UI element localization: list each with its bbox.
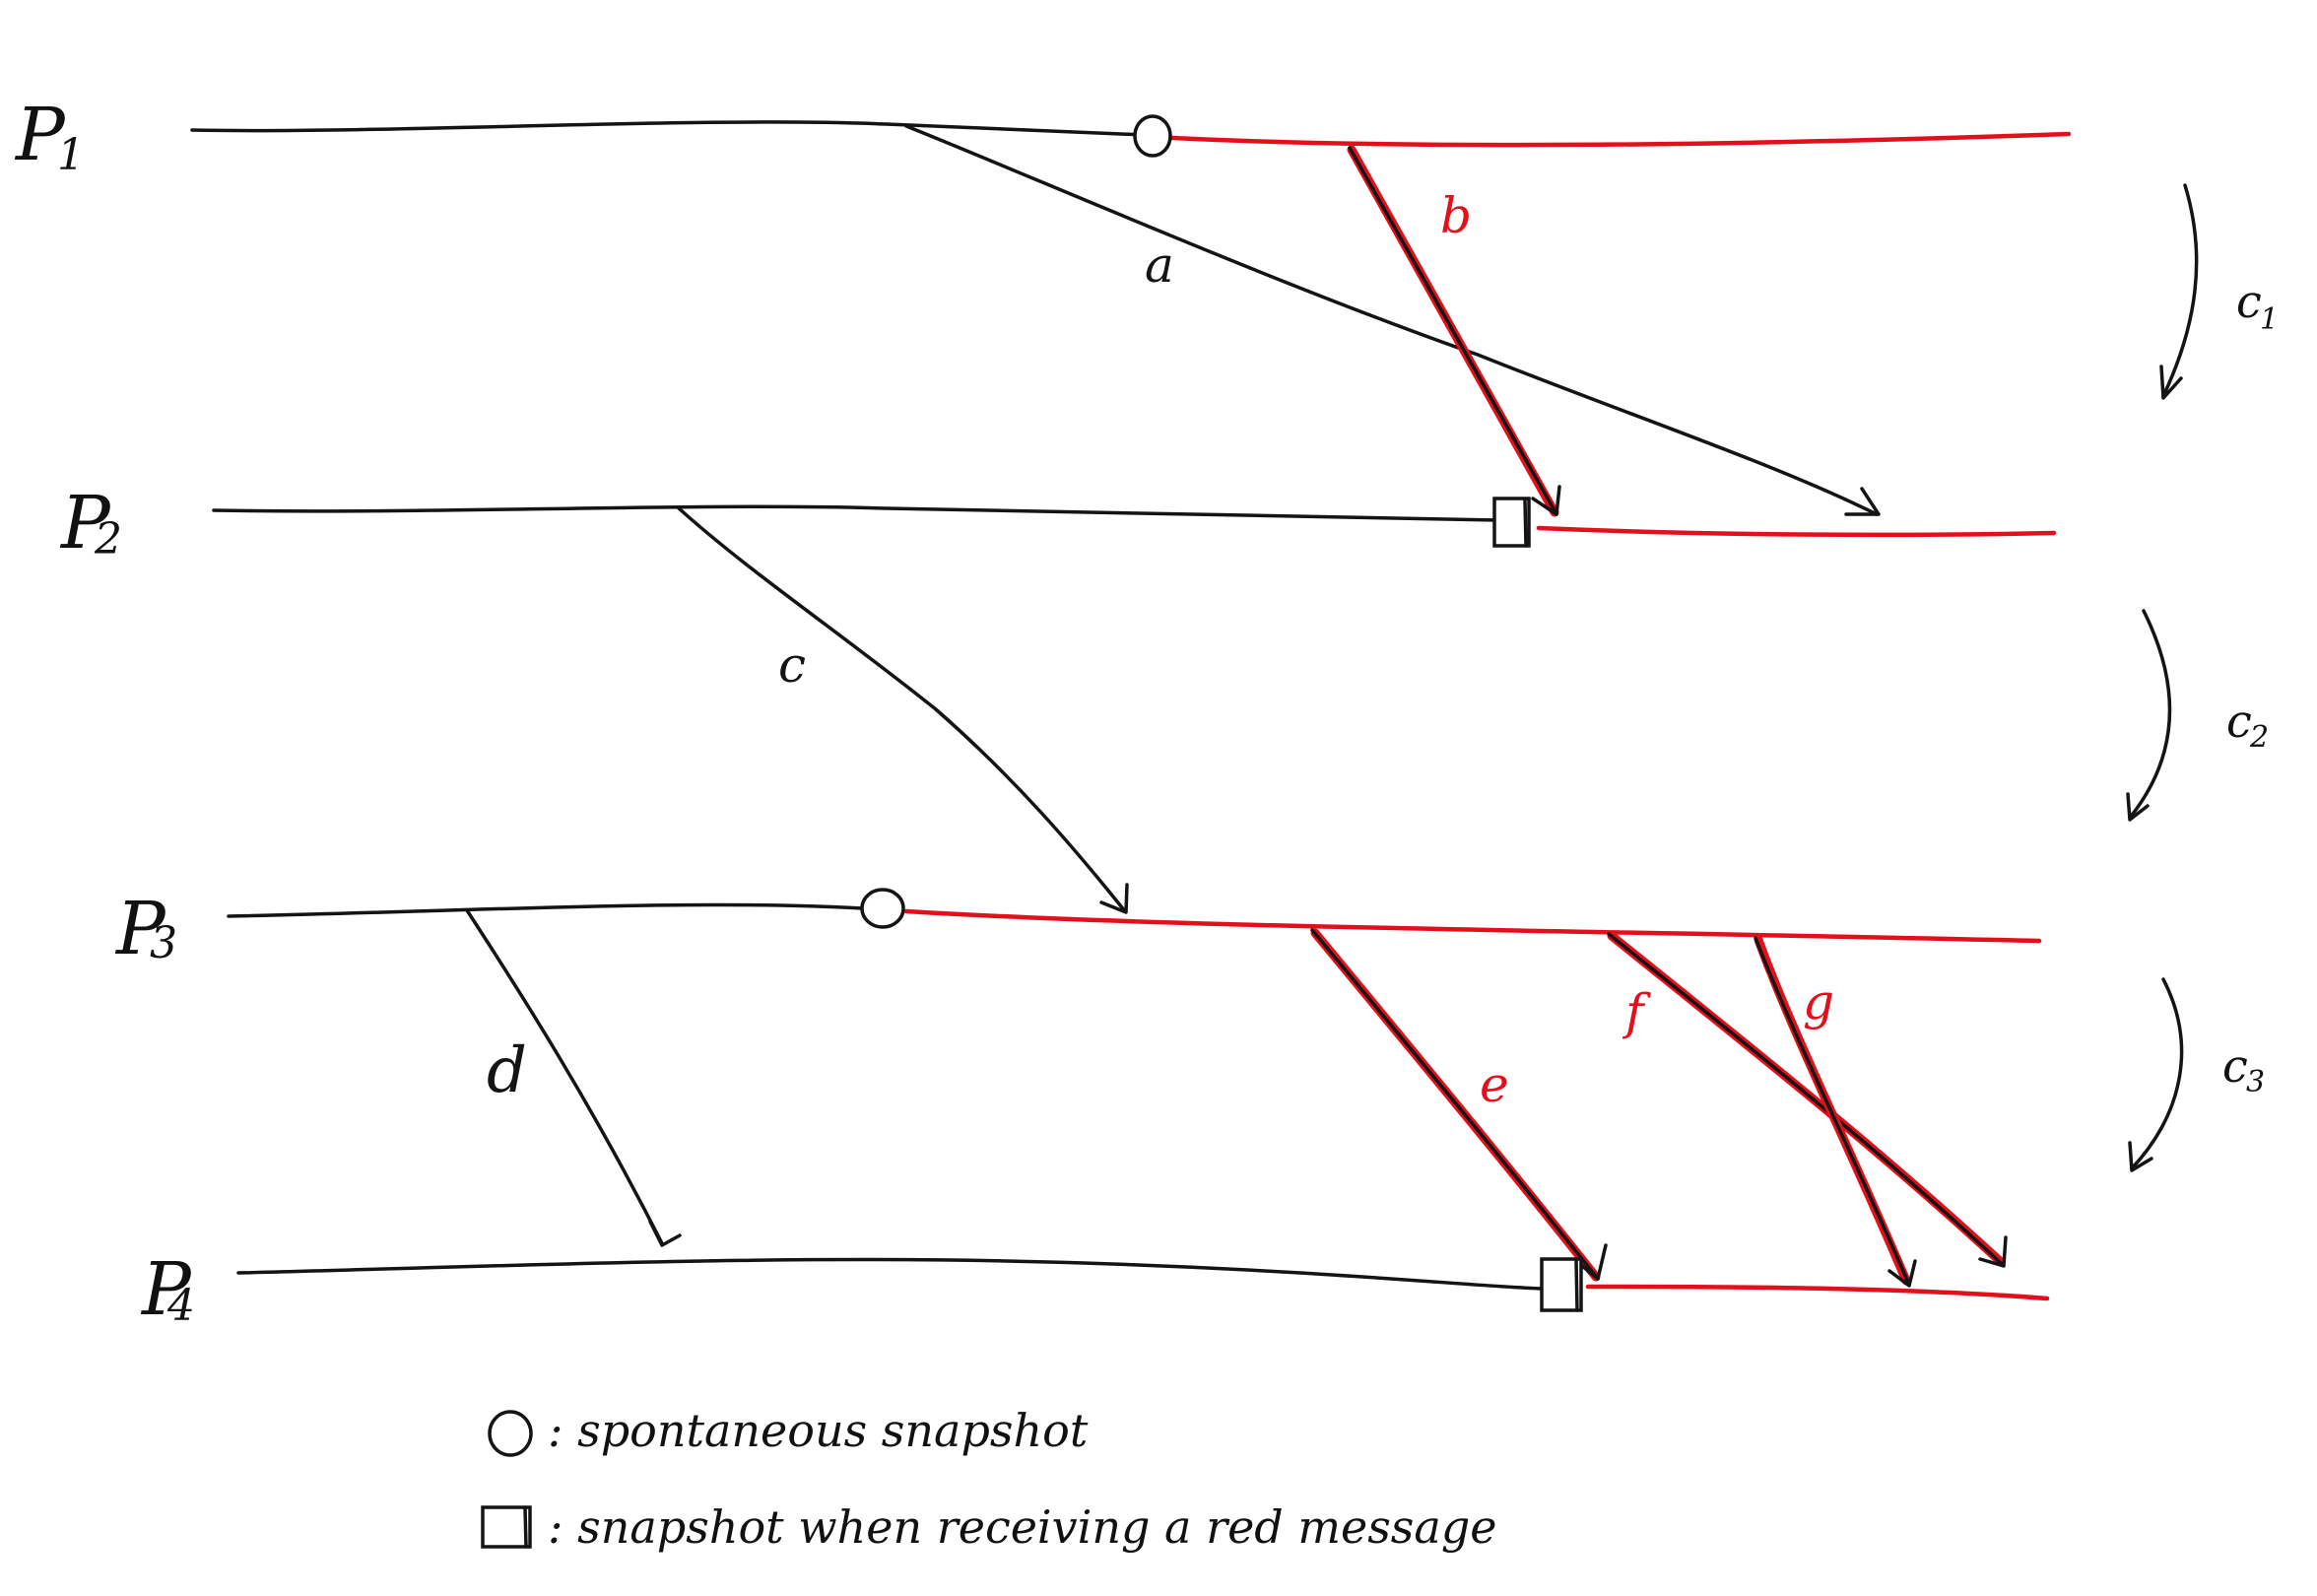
message-label-f: f	[1622, 983, 1651, 1040]
process-label-p4: P 4	[140, 1247, 195, 1332]
svg-text:P: P	[59, 481, 111, 565]
legend-square-text: : snapshot when receiving a red message	[548, 1500, 1497, 1554]
message-label-c: c	[778, 636, 806, 694]
timeline-p3	[227, 902, 2042, 944]
timeline-p4	[236, 1257, 2050, 1301]
svg-text:1: 1	[2260, 302, 2279, 337]
svg-text:P: P	[114, 887, 166, 971]
legend: : spontaneous snapshot : snapshot when r…	[481, 1404, 1497, 1554]
message-label-e: e	[1480, 1056, 1509, 1113]
message-c	[676, 505, 1129, 914]
svg-text:4: 4	[166, 1281, 195, 1331]
message-a	[904, 124, 1881, 516]
process-label-p2: P 2	[59, 481, 122, 565]
svg-text:2: 2	[94, 514, 122, 565]
snapshot-p4-square	[1540, 1257, 1583, 1312]
svg-text:c: c	[2226, 695, 2252, 748]
timeline-p2-red	[1536, 525, 2057, 538]
message-e	[1310, 928, 1608, 1282]
legend-circle-text: : spontaneous snapshot	[548, 1404, 1089, 1457]
legend-square-item: : snapshot when receiving a red message	[481, 1500, 1497, 1554]
svg-text:c: c	[2222, 1039, 2248, 1093]
message-g	[1754, 935, 1917, 1288]
legend-square-icon	[481, 1505, 532, 1549]
timeline-p2	[212, 504, 2057, 538]
message-label-d: d	[487, 1034, 527, 1107]
channel-arrow-c1: c 1	[2159, 183, 2279, 400]
timeline-p1	[190, 120, 2072, 148]
channel-arrow-c3: c 3	[2128, 977, 2265, 1172]
process-label-p1: P 1	[14, 93, 85, 180]
channel-arrow-c2: c 2	[2126, 609, 2269, 822]
svg-text:2: 2	[2249, 720, 2269, 755]
message-f	[1607, 931, 2008, 1268]
svg-text:P: P	[14, 93, 66, 177]
message-label-g: g	[1803, 973, 1834, 1031]
message-b	[1347, 145, 1561, 517]
svg-text:3: 3	[150, 918, 177, 968]
timeline-p1-red	[1169, 131, 2072, 148]
timeline-p3-red	[903, 908, 2042, 944]
timeline-p4-red	[1585, 1284, 2050, 1301]
svg-text:3: 3	[2246, 1065, 2265, 1099]
message-label-b: b	[1440, 187, 1472, 244]
message-d	[465, 908, 682, 1247]
legend-circle-item: : spontaneous snapshot	[488, 1404, 1089, 1457]
snapshot-p2-square	[1492, 497, 1531, 548]
svg-text:P: P	[140, 1247, 192, 1332]
svg-text:c: c	[2236, 275, 2262, 328]
svg-text:1: 1	[57, 130, 85, 180]
legend-circle-icon	[488, 1410, 533, 1457]
process-label-p3: P 3	[114, 887, 177, 971]
message-label-a: a	[1145, 236, 1174, 294]
snapshot-p1-circle	[1133, 114, 1172, 158]
snapshot-p3-circle	[860, 888, 905, 929]
